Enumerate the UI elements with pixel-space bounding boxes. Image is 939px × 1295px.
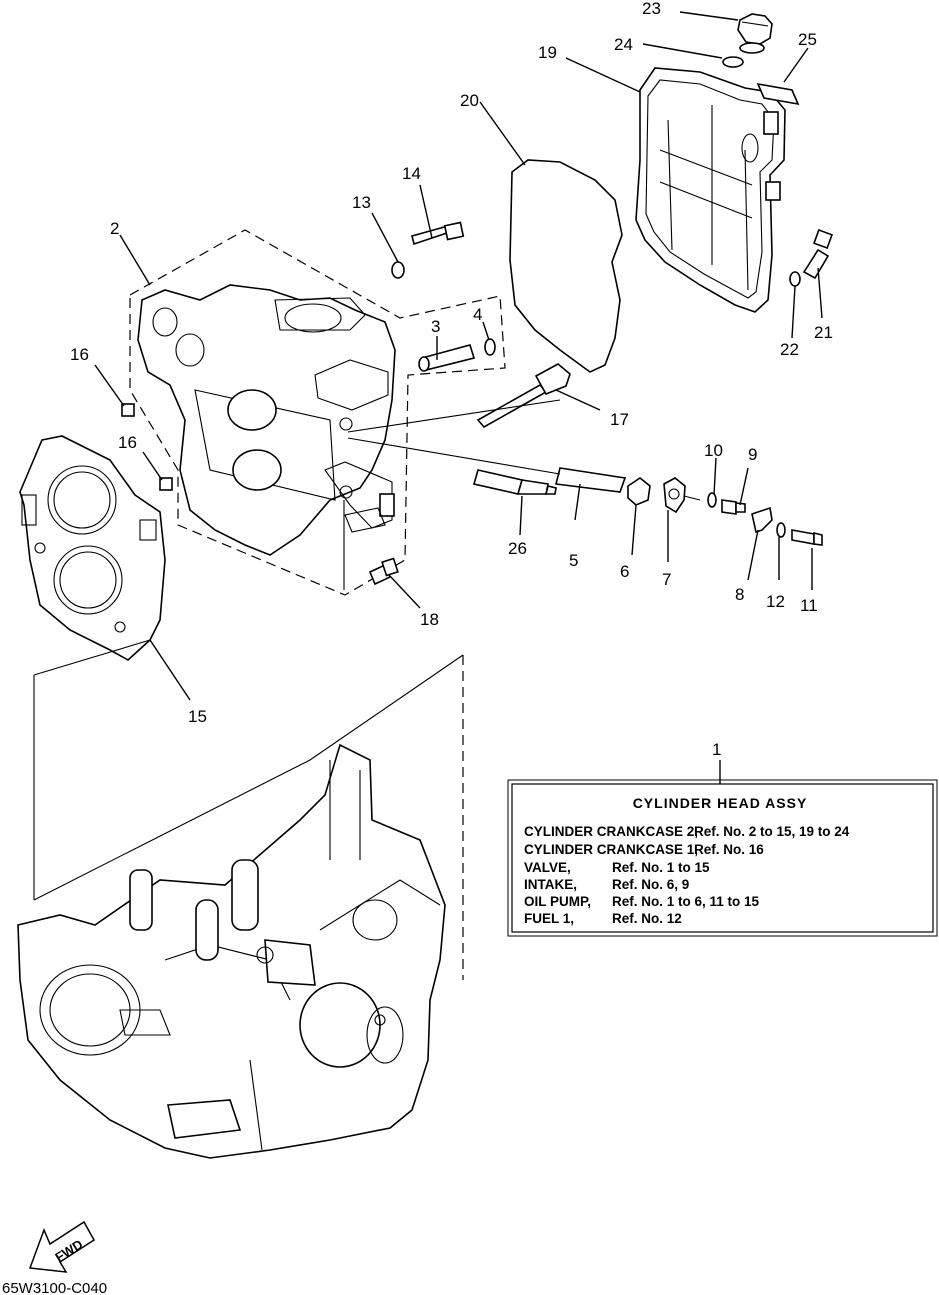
callout-13: 13 xyxy=(352,193,371,212)
bracket-part xyxy=(751,506,773,534)
washer-part xyxy=(789,271,801,287)
callout-19: 19 xyxy=(538,43,557,62)
diagram-code: 65W3100-C040 xyxy=(2,1280,107,1295)
head-gasket-part xyxy=(19,435,166,661)
crankcase-leader-top xyxy=(33,639,151,676)
callout-9: 9 xyxy=(748,445,757,464)
head-cover-gasket-part xyxy=(509,159,623,373)
callout-22: 22 xyxy=(780,340,799,359)
callout-2: 2 xyxy=(110,219,119,238)
legend-row-5-ref: Ref. No. 1 to 6, 11 to 15 xyxy=(612,894,760,909)
legend-row-2-name: CYLINDER CRANKCASE 1, xyxy=(524,842,698,857)
callout-18: 18 xyxy=(420,610,439,629)
cylinder-head-part xyxy=(137,284,396,556)
callout-20: 20 xyxy=(460,91,479,110)
bolt-washer-part xyxy=(391,261,405,279)
legend-row-1-ref: Ref. No. 2 to 15, 19 to 24 xyxy=(694,824,850,839)
dowel-pin-upper-part xyxy=(121,403,135,417)
head-bolt-part xyxy=(368,557,399,586)
clip-part xyxy=(484,338,496,356)
crankcase-leader-diag xyxy=(33,654,464,901)
callout-21: 21 xyxy=(814,323,833,342)
callout-8: 8 xyxy=(735,585,744,604)
callout-numbers: 1 2 3 4 5 6 7 8 9 10 11 12 13 14 15 16 1… xyxy=(70,0,833,759)
callout-4: 4 xyxy=(473,305,482,324)
callout-1: 1 xyxy=(712,740,721,759)
fwd-arrow-icon: FWD xyxy=(28,1220,95,1273)
callout-26: 26 xyxy=(508,539,527,558)
callout-17: 17 xyxy=(610,410,629,429)
bracket-washer-part xyxy=(776,522,786,538)
legend-row-4-name: INTAKE, xyxy=(524,877,577,892)
callout-24: 24 xyxy=(614,35,633,54)
callout-16-upper: 16 xyxy=(70,345,89,364)
oil-pump-part xyxy=(663,477,701,514)
oil-seal-part xyxy=(627,477,651,506)
callout-12: 12 xyxy=(766,592,785,611)
pump-washer-part xyxy=(707,492,717,508)
callout-5: 5 xyxy=(569,551,578,570)
callout-25: 25 xyxy=(798,30,817,49)
through-bolt-part xyxy=(476,363,571,429)
callout-14: 14 xyxy=(402,164,421,183)
callout-23: 23 xyxy=(642,0,661,18)
callout-3: 3 xyxy=(431,317,440,336)
callout-15: 15 xyxy=(188,707,207,726)
callout-leaders xyxy=(94,11,823,784)
callout-11: 11 xyxy=(800,596,818,615)
oil-filler-cap-part xyxy=(737,13,773,54)
legend-title: CYLINDER HEAD ASSY xyxy=(633,795,808,811)
cover-bolt-part xyxy=(802,229,833,280)
cylinder-crankcase-part xyxy=(17,743,446,1159)
callout-16-lower: 16 xyxy=(118,433,137,452)
legend-row-4-ref: Ref. No. 6, 9 xyxy=(612,877,689,892)
callout-6: 6 xyxy=(620,562,629,581)
label-plate-part xyxy=(756,82,800,106)
shaft-pin-part xyxy=(555,467,627,493)
o-ring-part xyxy=(722,56,744,68)
dowel-pin-lower-part xyxy=(159,477,173,491)
legend-row-1-name: CYLINDER CRANKCASE 2, xyxy=(524,824,698,839)
bracket-bolt-part xyxy=(791,529,823,546)
long-bolt-part xyxy=(411,221,465,246)
pump-bolt-part xyxy=(721,499,746,515)
legend-row-3-name: VALVE, xyxy=(524,860,571,875)
callout-7: 7 xyxy=(662,570,671,589)
legend-row-3-ref: Ref. No. 1 to 15 xyxy=(612,860,710,875)
legend-row-6-name: FUEL 1, xyxy=(524,911,574,926)
legend-row-5-name: OIL PUMP, xyxy=(524,894,591,909)
cylinder-head-cover-part xyxy=(635,67,786,313)
legend-box: CYLINDER HEAD ASSY CYLINDER CRANKCASE 2,… xyxy=(507,779,938,937)
head-assembly-outline xyxy=(129,229,506,596)
spark-plug-part xyxy=(472,469,557,495)
legend-row-2-ref: Ref. No. 16 xyxy=(694,842,764,857)
legend-row-6-ref: Ref. No. 12 xyxy=(612,911,682,926)
callout-10: 10 xyxy=(704,441,723,460)
thermostat-part xyxy=(418,344,476,372)
